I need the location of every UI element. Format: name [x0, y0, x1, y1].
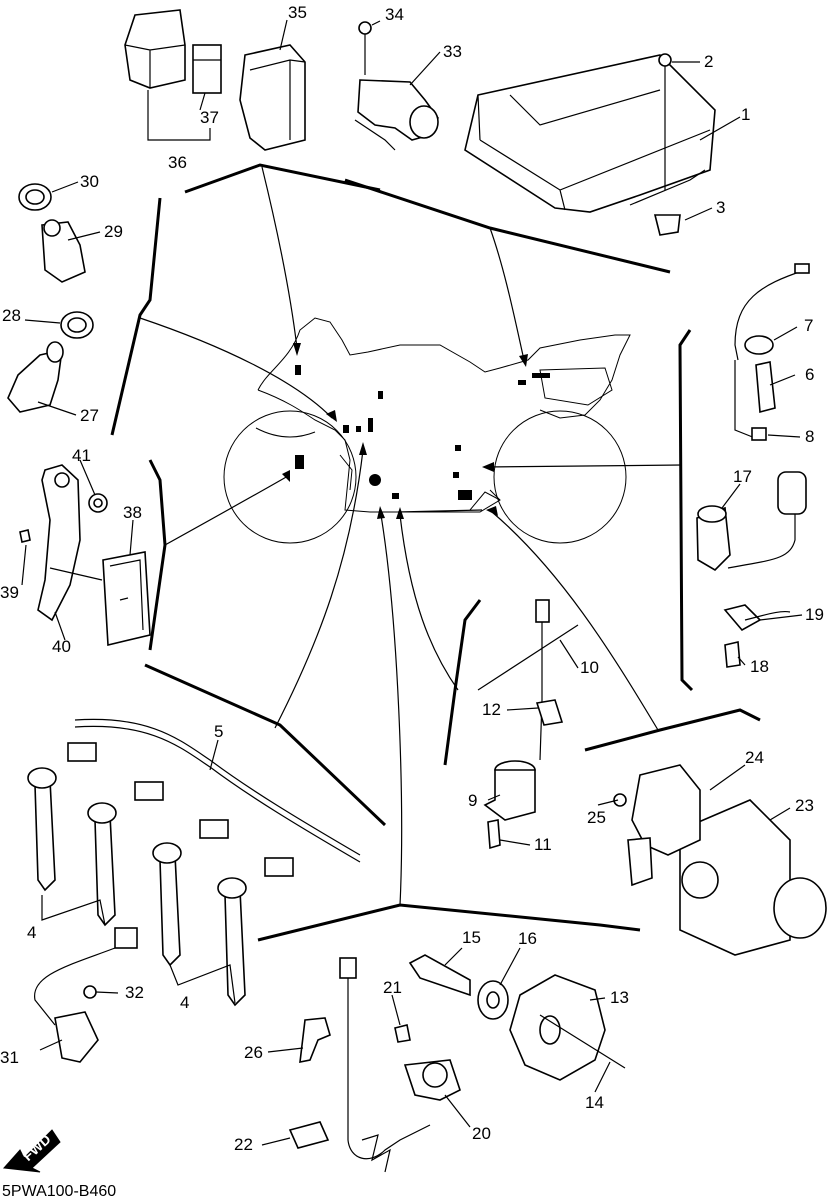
callout-27: 27: [80, 406, 99, 425]
callout-29: 29: [104, 222, 123, 241]
callout-31: 31: [0, 1048, 19, 1067]
callout-numbers: 1 2 3 4 4 5 6 7 8 9 10 11 12 13 14 15 16…: [0, 3, 824, 1154]
callout-7: 7: [804, 316, 813, 335]
ecu-unit: [464, 53, 716, 236]
callout-11: 11: [534, 835, 552, 854]
callout-9: 9: [468, 791, 477, 810]
callout-10: 10: [580, 658, 599, 677]
callout-16: 16: [518, 929, 537, 948]
ignition-coils: [27, 767, 247, 1007]
callout-3: 3: [716, 198, 725, 217]
callout-37: 37: [200, 108, 219, 127]
trigger-rotor: [408, 954, 626, 1081]
throttle-body: [613, 764, 827, 956]
callout-6: 6: [805, 365, 814, 384]
callout-22: 22: [234, 1135, 253, 1154]
callout-25: 25: [587, 808, 606, 827]
bracket-and-module: [19, 464, 151, 646]
callout-8: 8: [805, 427, 814, 446]
callout-28: 28: [2, 306, 21, 325]
neutral-switch: [18, 183, 86, 283]
callout-26: 26: [244, 1043, 263, 1062]
callout-13: 13: [610, 988, 629, 1007]
callout-35: 35: [288, 3, 307, 22]
callout-39: 39: [0, 583, 19, 602]
callout-5: 5: [214, 722, 223, 741]
assembly-leader-lines: [110, 163, 761, 942]
callout-12: 12: [482, 700, 501, 719]
callout-1: 1: [741, 105, 750, 124]
callout-40: 40: [52, 637, 71, 656]
pressure-sensor: [354, 21, 439, 151]
temperature-sensor: [7, 311, 94, 413]
callout-4: 4: [180, 993, 189, 1012]
callout-2: 2: [704, 52, 713, 71]
callout-4: 4: [27, 923, 36, 942]
callout-19: 19: [805, 605, 824, 624]
forward-direction-indicator: FWD: [2, 1129, 61, 1173]
callout-23: 23: [795, 796, 814, 815]
callout-15: 15: [462, 928, 481, 947]
callout-20: 20: [472, 1124, 491, 1143]
callout-30: 30: [80, 172, 99, 191]
callout-41: 41: [72, 446, 91, 465]
callout-34: 34: [385, 5, 404, 24]
wiring-harness: [67, 718, 361, 877]
callout-18: 18: [750, 657, 769, 676]
diagram-reference-code: 5PWA100-B460: [2, 1183, 116, 1200]
callout-leaders: [21, 19, 803, 1146]
intake-temp-sensor: [734, 263, 810, 441]
relay-assembly: [124, 9, 306, 151]
callout-33: 33: [443, 42, 462, 61]
callout-38: 38: [123, 503, 142, 522]
callout-24: 24: [745, 748, 764, 767]
callout-14: 14: [585, 1093, 604, 1112]
crank-sensor: [34, 927, 138, 1063]
motorcycle-outline: [223, 317, 631, 544]
callout-36: 36: [168, 153, 187, 172]
callout-17: 17: [733, 467, 752, 486]
callout-21: 21: [383, 978, 402, 997]
pickup-coil-lead: [288, 957, 461, 1173]
callout-32: 32: [125, 983, 144, 1002]
speed-sensor: [696, 471, 807, 668]
cam-sensor: [477, 599, 579, 850]
